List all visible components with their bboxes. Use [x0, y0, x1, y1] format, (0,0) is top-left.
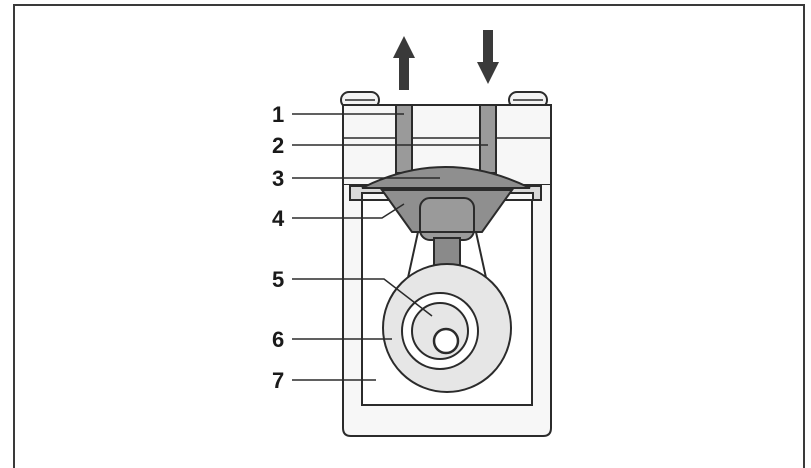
inlet-arrow-down-icon — [477, 30, 499, 84]
outlet-arrow-up-icon — [393, 36, 415, 90]
outlet-valve-port — [395, 104, 413, 174]
callout-7: 7 — [272, 368, 284, 393]
callout-6: 6 — [272, 327, 284, 352]
callout-4: 4 — [272, 206, 285, 231]
leader-line-5 — [292, 278, 433, 317]
callout-3: 3 — [272, 166, 284, 191]
connecting-rod-head — [419, 197, 475, 241]
callout-2: 2 — [272, 133, 284, 158]
inlet-valve-port — [479, 104, 497, 174]
cylinder-head — [342, 104, 552, 186]
callout-5: 5 — [272, 267, 284, 292]
callout-leaders — [292, 113, 488, 381]
callout-1: 1 — [272, 102, 284, 127]
figure-frame — [13, 4, 805, 468]
callout-labels: 1 2 3 4 5 6 7 — [272, 102, 285, 393]
leader-line-4 — [292, 203, 405, 219]
drive-shaft — [432, 327, 460, 355]
